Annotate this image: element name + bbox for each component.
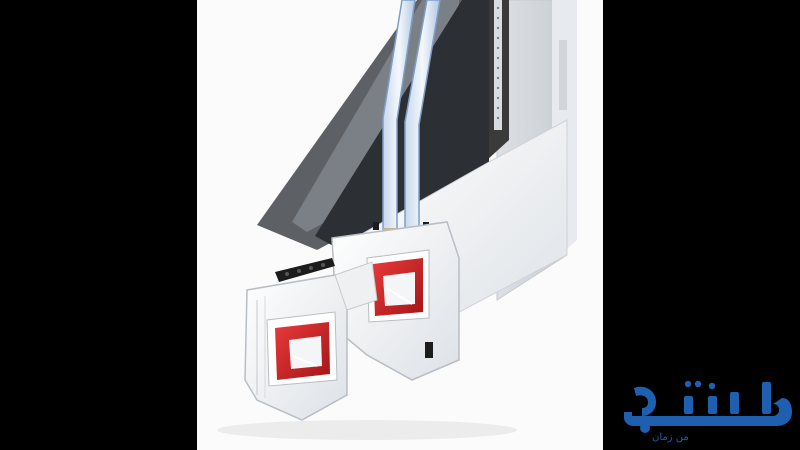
frame-profile-section (244, 258, 378, 421)
spacer-perforation (496, 6, 500, 120)
gasket-lower (425, 342, 433, 358)
product-photo-upvc-window-profile (197, 0, 603, 450)
sash-profile-section (331, 221, 460, 381)
logo-wordmark-shapes (624, 380, 792, 433)
floor-shadow (217, 420, 517, 440)
brand-logo-graphic: من زمان (624, 380, 792, 443)
window-cross-section-illustration (217, 0, 577, 440)
brand-watermark-logo: من زمان (612, 368, 794, 444)
gasket-upper (275, 258, 335, 282)
logo-tagline-mark: من زمان (652, 432, 689, 443)
